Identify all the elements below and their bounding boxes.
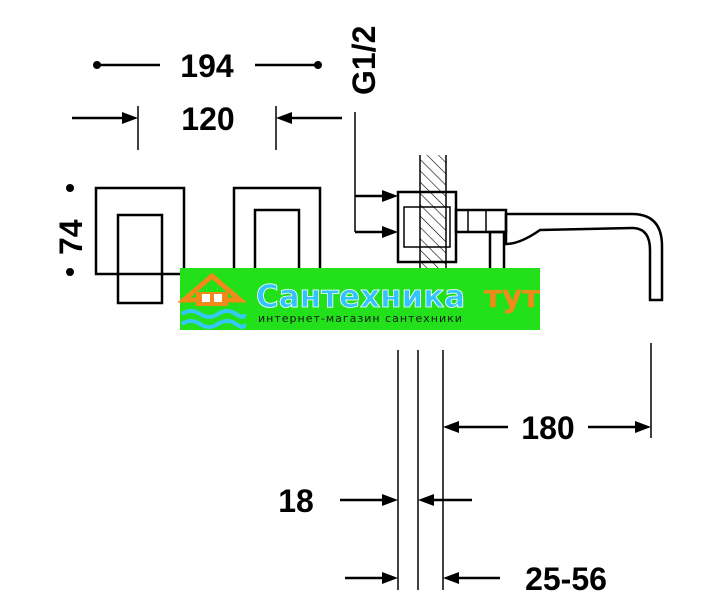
dim-25-56-group: 25-56 bbox=[345, 561, 607, 597]
dim-74-group: 74 bbox=[53, 184, 89, 276]
dim-180-left-arrow bbox=[443, 421, 459, 433]
dim-2556-right-arrow bbox=[443, 572, 459, 584]
dim-120-group: 120 bbox=[72, 101, 342, 150]
left-plate bbox=[94, 186, 186, 276]
wall-hatch bbox=[420, 155, 446, 285]
watermark-brand-2: тут bbox=[484, 279, 540, 315]
dim-180-label: 180 bbox=[521, 410, 574, 446]
dim-18-label: 18 bbox=[278, 483, 314, 519]
side-lever bbox=[488, 230, 506, 274]
dim-180-right-arrow bbox=[635, 421, 651, 433]
dim-74-top-dot bbox=[66, 184, 74, 192]
dim-18-left-arrow bbox=[382, 494, 398, 506]
watermark-brand-1: Сантехника bbox=[256, 279, 465, 315]
valve-inner bbox=[403, 206, 451, 248]
watermark-tagline: интернет-магазин сантехники bbox=[258, 312, 463, 325]
dim-120-left-arrow bbox=[122, 112, 138, 124]
left-lever bbox=[116, 213, 164, 305]
thread-label: G1/2 bbox=[346, 26, 382, 95]
spout bbox=[504, 212, 664, 302]
dim-2556-label: 25-56 bbox=[525, 561, 607, 597]
watermark-title: Сантехника тут bbox=[256, 279, 540, 315]
dim-120-label: 120 bbox=[181, 101, 234, 137]
dim-74-bottom-dot bbox=[66, 268, 74, 276]
dim-194-right-dot bbox=[314, 61, 322, 69]
dim-18-group: 18 bbox=[278, 483, 472, 519]
side-view bbox=[354, 112, 664, 302]
house-logo-icon bbox=[177, 272, 247, 329]
dim-180-group: 180 bbox=[443, 410, 651, 446]
g12-arrow-top bbox=[382, 190, 398, 202]
dim-18-right-arrow bbox=[418, 494, 434, 506]
dim-194-label: 194 bbox=[180, 48, 234, 84]
spout-collar bbox=[454, 208, 508, 234]
watermark: Сантехника тут интернет-магазин сантехни… bbox=[177, 268, 540, 330]
dim-120-right-arrow bbox=[276, 112, 292, 124]
dim-2556-left-arrow bbox=[382, 572, 398, 584]
g12-arrow-bottom bbox=[382, 226, 398, 238]
right-plate bbox=[232, 186, 322, 276]
dim-194-group: 194 bbox=[93, 48, 322, 84]
left-handle bbox=[94, 186, 186, 305]
dim-74-label: 74 bbox=[53, 219, 89, 255]
